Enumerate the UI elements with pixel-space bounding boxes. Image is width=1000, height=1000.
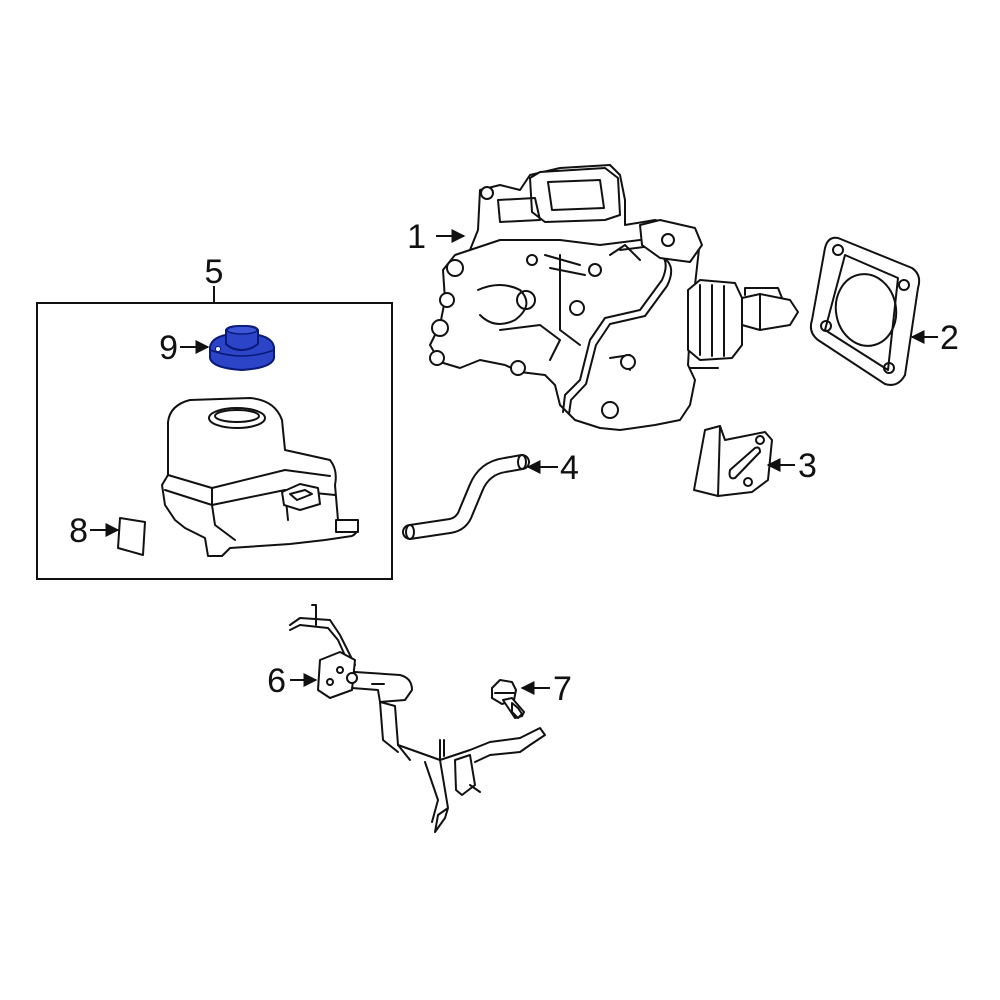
- part-7-bolt[interactable]: [491, 679, 525, 719]
- part-9-reservoir-cap[interactable]: [209, 325, 275, 372]
- part-2-booster-gasket[interactable]: [809, 236, 921, 386]
- callout-3[interactable]: 3: [798, 447, 817, 485]
- part-6-reservoir-bracket[interactable]: [289, 604, 546, 833]
- reservoir-tank[interactable]: [161, 397, 359, 557]
- part-8-caution-label[interactable]: [117, 517, 146, 556]
- callout-8[interactable]: 8: [69, 512, 88, 550]
- callout-5[interactable]: 5: [205, 253, 224, 291]
- part-4-reservoir-hose[interactable]: [402, 454, 530, 540]
- callout-7[interactable]: 7: [553, 670, 572, 708]
- part-1-brake-booster-assembly[interactable]: [429, 164, 799, 431]
- callout-6[interactable]: 6: [267, 662, 286, 700]
- callout-4[interactable]: 4: [560, 449, 579, 487]
- callout-numbers: 1 2 3 4 5 6 7 8 9: [69, 218, 959, 708]
- callout-2[interactable]: 2: [940, 319, 959, 357]
- part-3-bracket[interactable]: [693, 425, 773, 497]
- callout-leaders: [90, 229, 938, 695]
- part-5-reservoir-assembly-box[interactable]: [36, 286, 393, 580]
- callout-1[interactable]: 1: [407, 218, 426, 256]
- callout-9[interactable]: 9: [159, 329, 178, 367]
